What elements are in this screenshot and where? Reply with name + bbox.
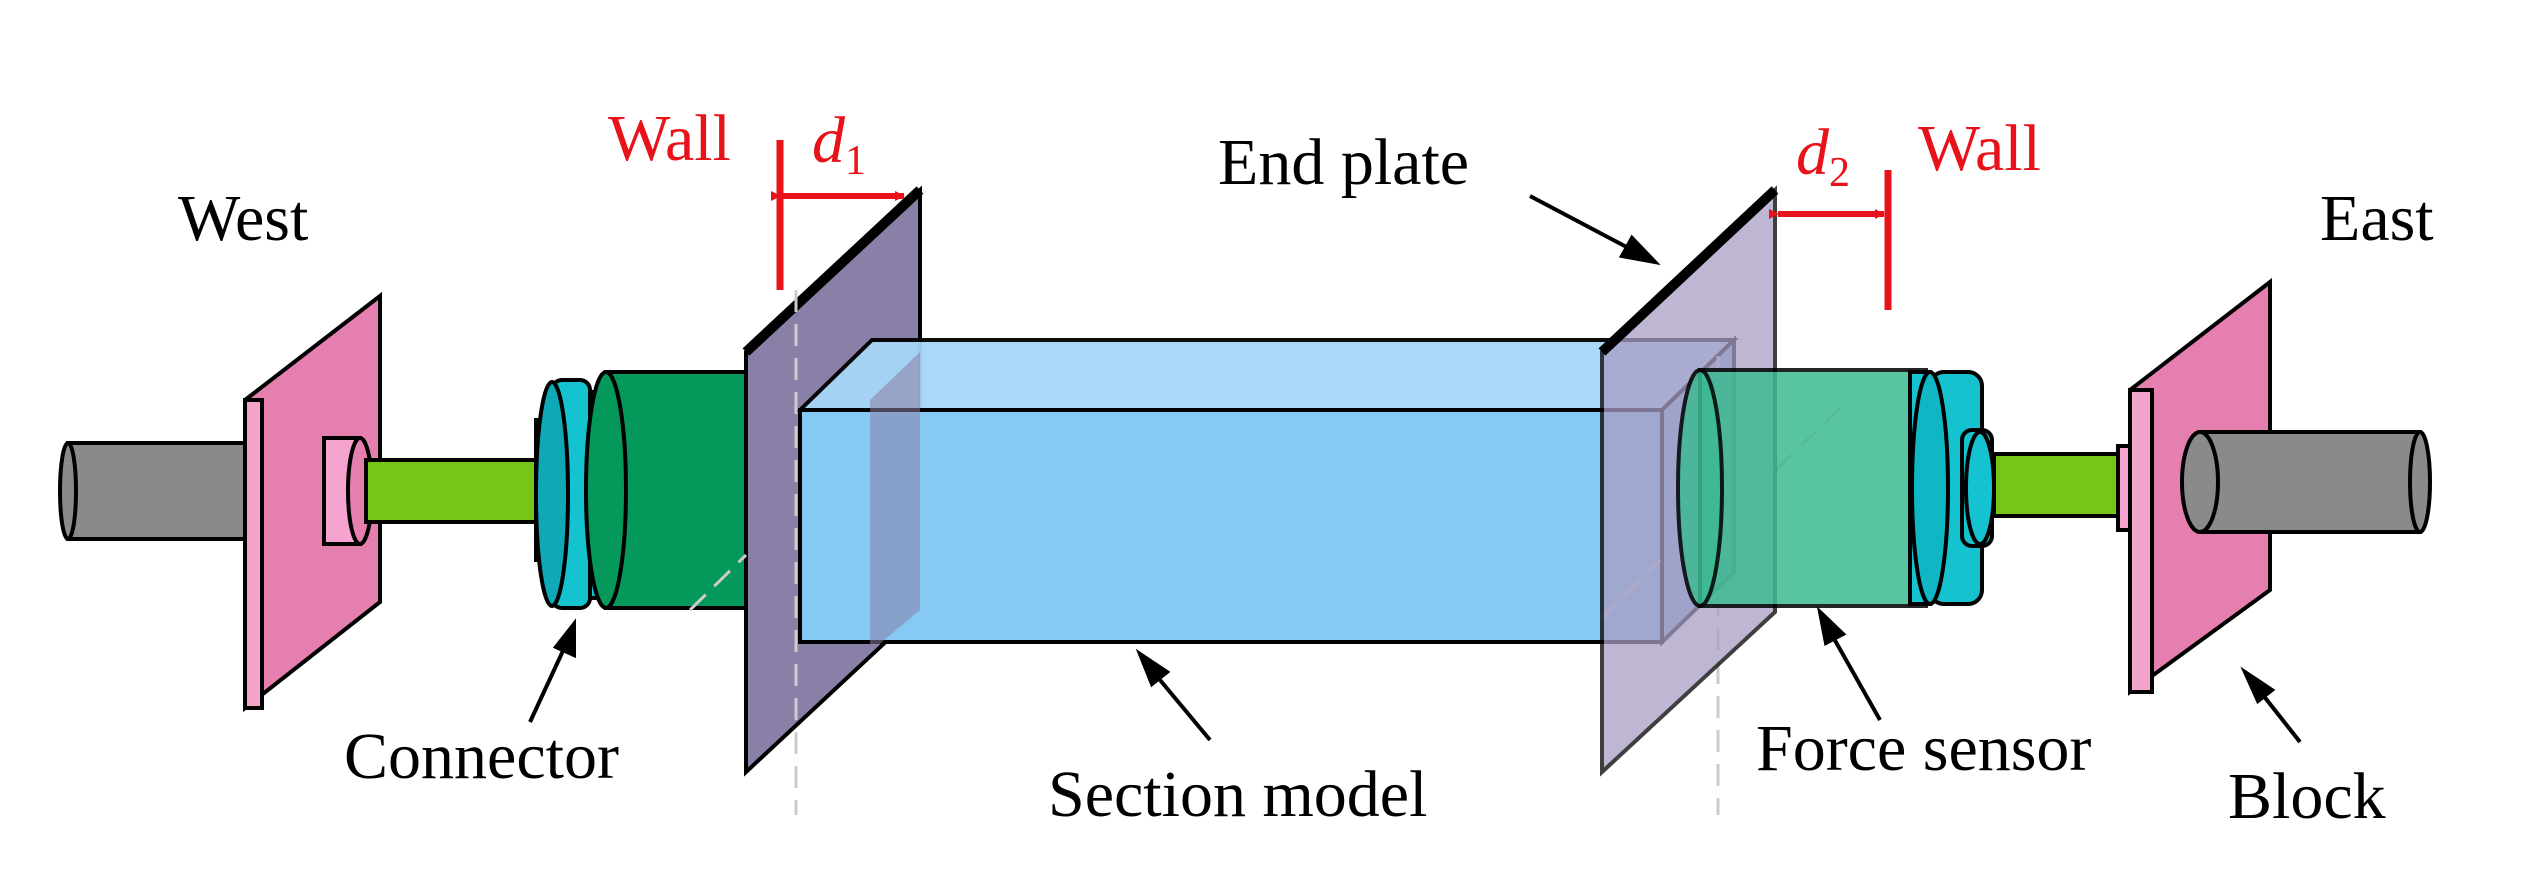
label-wall-left: Wall <box>608 102 731 175</box>
force-sensor <box>1676 368 1928 608</box>
east-rod <box>2180 430 2432 534</box>
east-shaft <box>1992 452 2124 518</box>
east-connector <box>1908 370 1996 606</box>
west-shaft <box>364 458 538 524</box>
west-drum <box>584 370 748 610</box>
section-model <box>795 335 1739 647</box>
label-force-sensor: Force sensor <box>1756 712 2091 785</box>
annotation-arrows <box>528 194 2302 744</box>
label-east: East <box>2320 182 2434 255</box>
label-d2: d2 <box>1796 116 1850 196</box>
west-block <box>243 291 382 713</box>
label-west: West <box>178 182 308 255</box>
label-d1: d1 <box>812 104 866 184</box>
label-connector: Connector <box>344 720 619 793</box>
west-rod <box>58 441 260 541</box>
label-end-plate: End plate <box>1218 126 1469 199</box>
label-section-model: Section model <box>1048 758 1427 831</box>
label-wall-right: Wall <box>1918 112 2041 185</box>
label-block: Block <box>2228 760 2386 833</box>
wall-left-marker <box>771 140 905 290</box>
wall-right-marker <box>1769 170 1892 310</box>
